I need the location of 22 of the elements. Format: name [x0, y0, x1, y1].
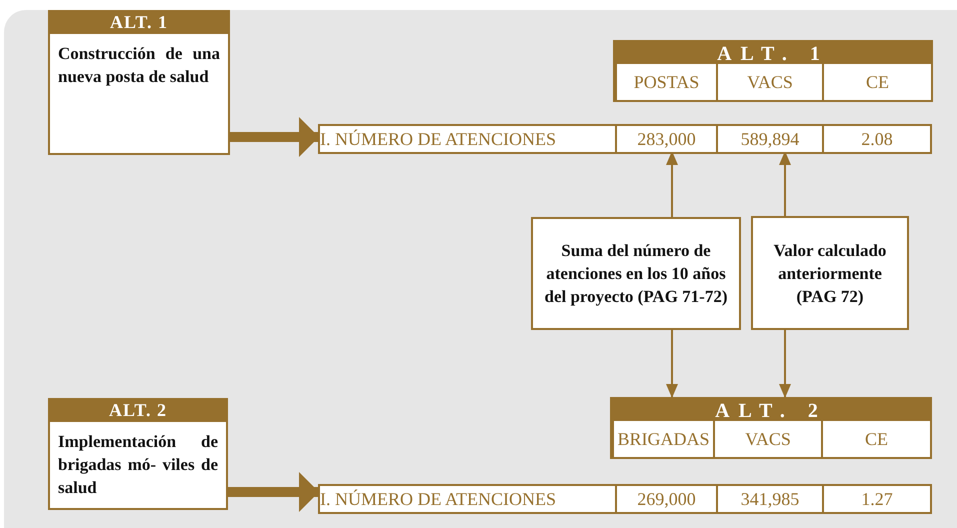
arrow	[779, 151, 791, 216]
results-table-header	[610, 397, 932, 459]
table-row	[318, 484, 932, 514]
row-label: I. NÚMERO DE ATENCIONES	[320, 488, 557, 511]
results-table-header	[613, 40, 933, 102]
note-box: Valor calculado anteriormente (PAG 72)	[751, 216, 909, 330]
alternative-card	[48, 10, 230, 155]
table-row	[318, 124, 932, 154]
alternative-card	[48, 398, 228, 510]
arrow	[666, 151, 678, 217]
card-heading: ALT. 1	[48, 10, 230, 34]
card-text: Construcción de una nueva posta de salud	[58, 43, 220, 88]
table-heading: ALT. 1	[615, 42, 931, 64]
table-heading: ALT. 2	[612, 399, 930, 421]
block-arrow	[228, 472, 319, 512]
arrow	[666, 330, 678, 398]
row-label: I. NÚMERO DE ATENCIONES	[320, 128, 557, 151]
card-heading: ALT. 2	[48, 398, 228, 422]
arrow	[779, 330, 791, 398]
card-text: Implementación de brigadas mó- viles de salud	[58, 431, 218, 499]
note-box: Suma del número de atenciones en los 10 años del proyecto (PAG 71-72)	[531, 217, 741, 330]
block-arrow	[230, 117, 319, 157]
